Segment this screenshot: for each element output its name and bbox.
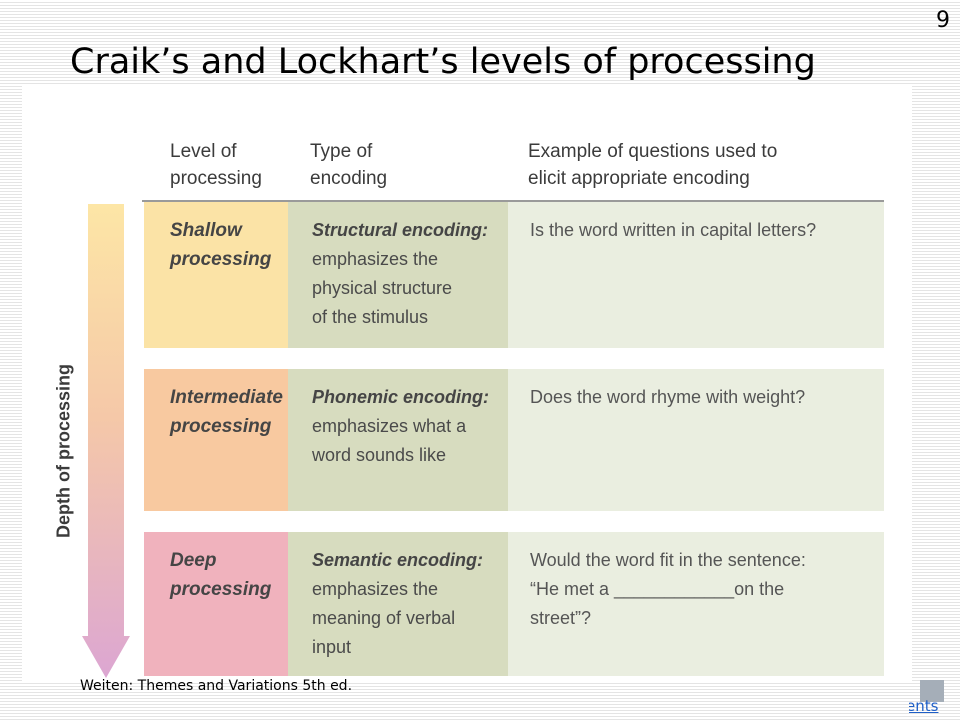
contents-link-text: Contents [909, 697, 939, 715]
level-cell-deep: Deep processing [144, 532, 288, 676]
example-cell-shallow: Is the word written in capital letters? [508, 202, 884, 348]
encoding-description: emphasizes what a word sounds like [312, 416, 467, 465]
encoding-cell-structural: Structural encoding: emphasizes the phys… [288, 202, 508, 348]
row-shallow: Shallow processing Structural encoding: … [144, 202, 884, 348]
encoding-name: Structural encoding: [312, 220, 489, 240]
row-deep: Deep processing Semantic encoding: empha… [144, 532, 884, 676]
encoding-cell-semantic: Semantic encoding: emphasizes the meanin… [288, 532, 508, 676]
level-label: Shallow processing [170, 220, 272, 270]
example-question: Is the word written in capital letters? [530, 220, 817, 240]
example-question: Would the word fit in the sentence: “He … [530, 550, 806, 628]
depth-of-processing-text: Depth of processing [53, 363, 74, 539]
levels-of-processing-figure: Level of processing Type of encoding Exa… [22, 86, 912, 682]
example-cell-deep: Would the word fit in the sentence: “He … [508, 532, 884, 676]
header-divider [142, 200, 884, 202]
example-cell-intermediate: Does the word rhyme with weight? [508, 369, 884, 511]
slide-title: Craik’s and Lockhart’s levels of process… [70, 42, 816, 82]
encoding-description: emphasizes the meaning of verbal input [312, 579, 456, 657]
level-label: Intermediate processing [170, 387, 283, 437]
level-label: Deep processing [170, 550, 272, 600]
header-example-questions: Example of questions used to elicit appr… [528, 141, 778, 189]
encoding-name: Phonemic encoding: [312, 387, 490, 407]
header-type-of-encoding: Type of encoding [310, 141, 388, 189]
level-cell-intermediate: Intermediate processing [144, 369, 288, 511]
depth-arrow-icon [82, 204, 130, 678]
encoding-cell-phonemic: Phonemic encoding: emphasizes what a wor… [288, 369, 508, 511]
contents-link[interactable]: Contents [909, 697, 960, 717]
encoding-name: Semantic encoding: [312, 550, 484, 570]
level-cell-shallow: Shallow processing [144, 202, 288, 348]
header-level-of-processing: Level of processing [170, 141, 262, 189]
source-citation: Weiten: Themes and Variations 5th ed. [80, 678, 353, 694]
encoding-description: emphasizes the physical structure of the… [312, 249, 453, 327]
row-intermediate: Intermediate processing Phonemic encodin… [144, 369, 884, 511]
nav-button[interactable] [920, 680, 944, 702]
slide-number: 9 [936, 8, 950, 33]
example-question: Does the word rhyme with weight? [530, 387, 806, 407]
